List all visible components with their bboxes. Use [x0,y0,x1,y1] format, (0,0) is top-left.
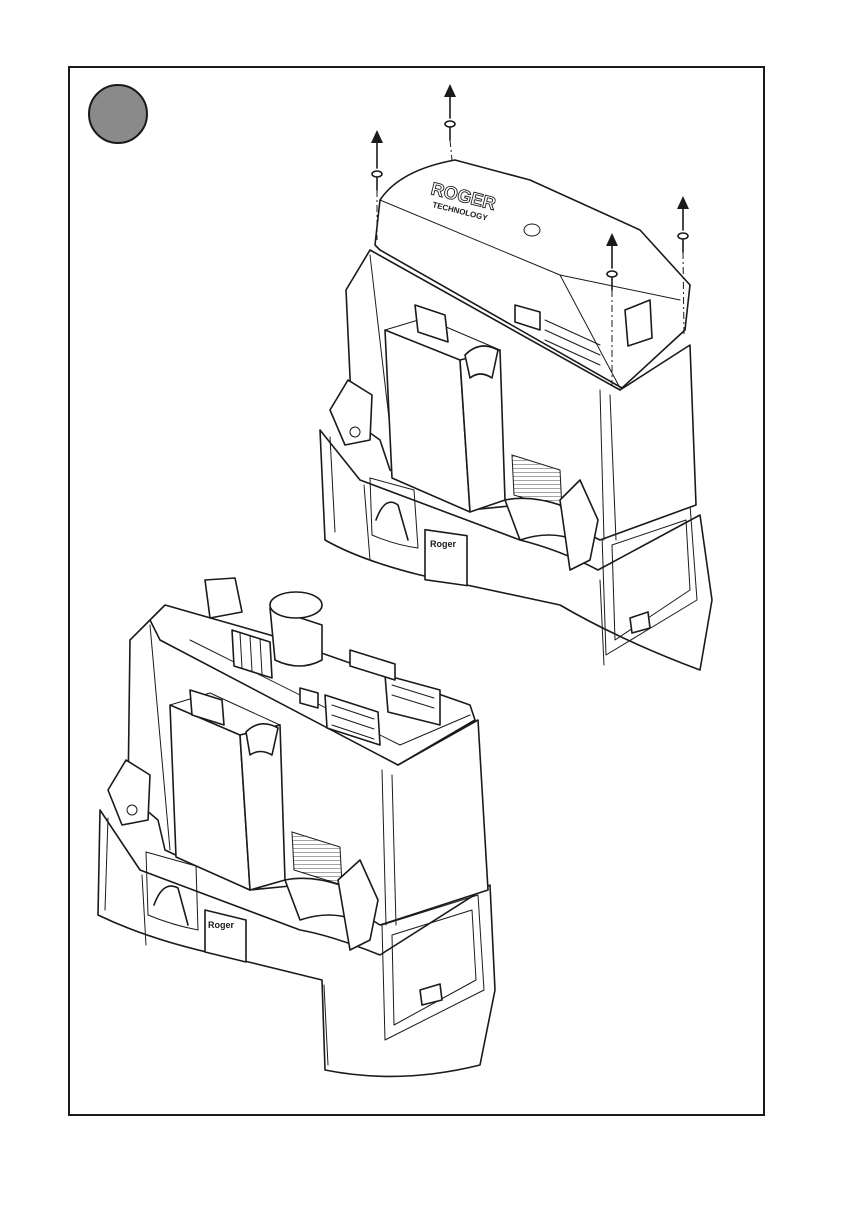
screw-icon [445,121,455,127]
motor-unit-open: Roger [98,578,495,1076]
step-badge [89,85,147,143]
screw-icon [607,271,617,277]
screw-icon [678,233,688,239]
up-arrow-icon [444,84,456,97]
label-plate-text-bottom: Roger [208,920,235,930]
label-plate-text-top: Roger [430,539,457,549]
up-arrow-icon [371,130,383,143]
screw-icon [372,171,382,177]
up-arrow-icon [677,196,689,209]
motor-unit-with-cover: Roger ROGER TECHNOLOGY [320,160,712,670]
